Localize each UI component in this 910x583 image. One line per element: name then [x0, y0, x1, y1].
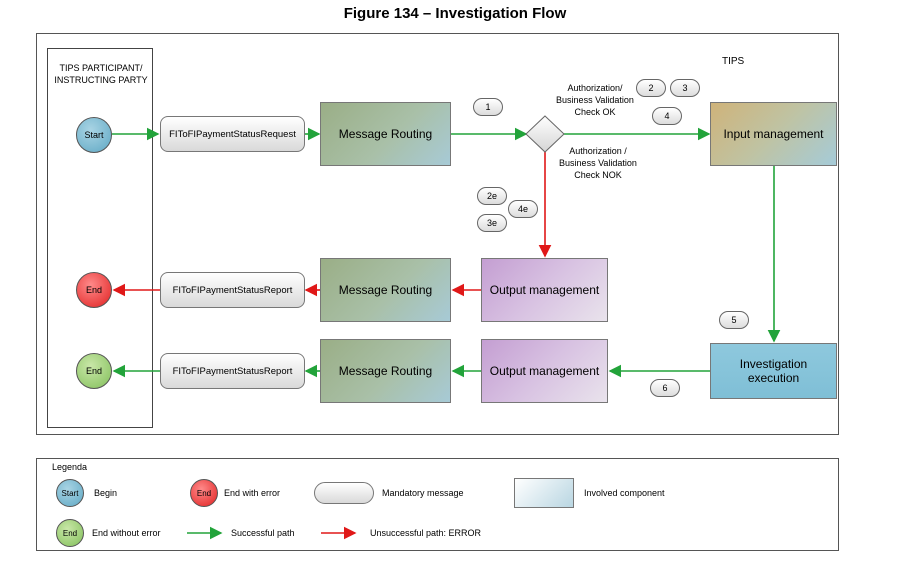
- message-routing-bottom: Message Routing: [320, 339, 451, 403]
- report-message-ok: FIToFIPaymentStatusReport: [160, 353, 305, 389]
- diagram-frame: [36, 33, 839, 435]
- decision-diamond: [525, 115, 565, 153]
- step-3: 3: [670, 79, 700, 97]
- legend-start-icon: Start: [56, 479, 84, 507]
- step-1: 1: [473, 98, 503, 116]
- legend-title: Legenda: [52, 462, 88, 472]
- message-routing-top: Message Routing: [320, 102, 451, 166]
- legend-end-ok-icon: End: [56, 519, 84, 547]
- legend-involved-component: Involved component: [584, 488, 665, 498]
- output-management-error: Output management: [481, 258, 608, 322]
- investigation-line-1: Investigation: [739, 357, 808, 371]
- step-5: 5: [719, 311, 749, 329]
- legend-begin: Begin: [94, 488, 118, 498]
- investigation-execution: Investigation execution: [710, 343, 837, 399]
- legend-successful-path: Successful path: [231, 528, 295, 538]
- participant-lane: [47, 48, 153, 428]
- step-4: 4: [652, 107, 682, 125]
- investigation-line-2: execution: [747, 371, 800, 385]
- legend-end-with-error: End with error: [224, 488, 281, 498]
- auth-ok-line-1: Authorization/: [567, 83, 623, 93]
- auth-ok-line-3: Check OK: [574, 107, 616, 117]
- message-routing-middle: Message Routing: [320, 258, 451, 322]
- end-ok-node: End: [76, 353, 112, 389]
- step-4e: 4e: [508, 200, 538, 218]
- legend-box: [36, 458, 839, 551]
- legend-message-shape: [314, 482, 374, 504]
- legend-mandatory-message: Mandatory message: [382, 488, 464, 498]
- auth-nok-line-1: Authorization /: [569, 146, 627, 156]
- tips-label: TIPS: [722, 56, 745, 67]
- step-6: 6: [650, 379, 680, 397]
- legend-component-shape: [514, 478, 574, 508]
- legend-unsuccessful-path: Unsuccessful path: ERROR: [370, 528, 482, 538]
- output-management-ok: Output management: [481, 339, 608, 403]
- lane-label: TIPS PARTICIPANT/ INSTRUCTING PARTY: [54, 63, 148, 85]
- end-error-node: End: [76, 272, 112, 308]
- step-2: 2: [636, 79, 666, 97]
- auth-nok-line-3: Check NOK: [574, 170, 622, 180]
- step-3e: 3e: [477, 214, 507, 232]
- auth-ok-label: Authorization/ Business Validation Check…: [540, 82, 650, 118]
- input-management: Input management: [710, 102, 837, 166]
- step-2e: 2e: [477, 187, 507, 205]
- auth-nok-line-2: Business Validation: [559, 158, 637, 168]
- start-node: Start: [76, 117, 112, 153]
- auth-nok-label: Authorization / Business Validation Chec…: [543, 145, 653, 181]
- auth-ok-line-2: Business Validation: [556, 95, 634, 105]
- request-message: FIToFIPaymentStatusRequest: [160, 116, 305, 152]
- figure-title: Figure 134 – Investigation Flow: [343, 5, 567, 22]
- report-message-error: FIToFIPaymentStatusReport: [160, 272, 305, 308]
- legend-end-error-icon: End: [190, 479, 218, 507]
- legend-end-without-error: End without error: [92, 528, 161, 538]
